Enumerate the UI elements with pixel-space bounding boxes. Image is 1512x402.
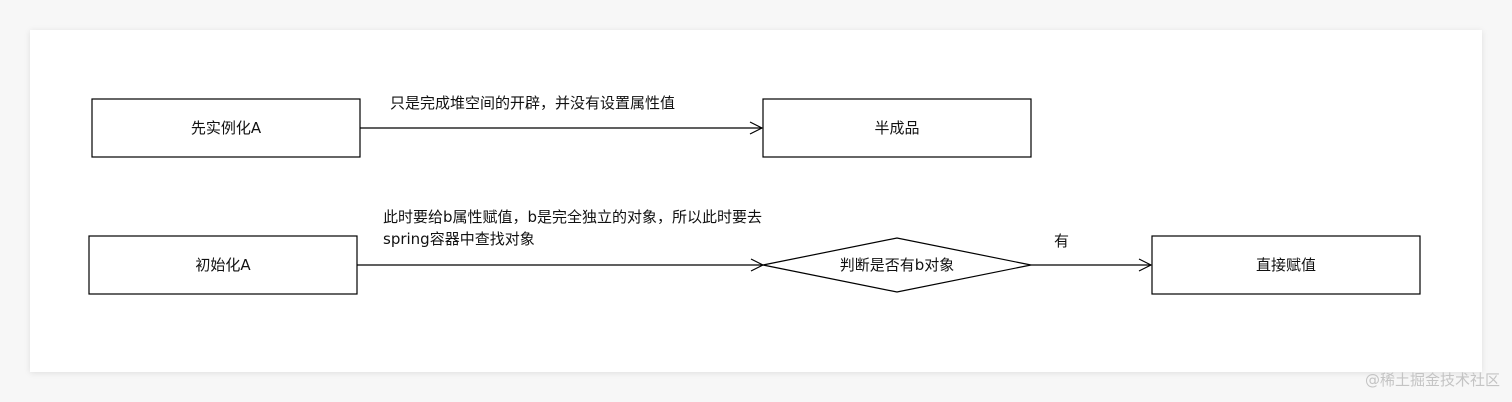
node-semi-finished-label: 半成品: [874, 119, 919, 137]
node-instantiate-a-label: 先实例化A: [191, 119, 262, 137]
edge-top-label: 只是完成堆空间的开辟，并没有设置属性值: [390, 94, 675, 112]
node-direct-assign-label: 直接赋值: [1256, 256, 1316, 274]
node-direct-assign-box: [1151, 235, 1421, 295]
watermark-text: @稀土掘金技术社区: [1364, 371, 1500, 389]
edge-middle-label-line1: 此时要给b属性赋值，b是完全独立的对象，所以此时要去: [383, 208, 762, 226]
node-semi-finished-box: [762, 98, 1032, 158]
edge-middle-label-line2: spring容器中查找对象: [383, 230, 535, 248]
node-decision-label: 判断是否有b对象: [840, 256, 955, 274]
node-instantiate-a-box: [91, 98, 361, 158]
edge-yes-label: 有: [1054, 232, 1069, 250]
diagram-card: [30, 30, 1482, 372]
node-initialize-a-box: [88, 235, 358, 295]
node-initialize-a-label: 初始化A: [195, 256, 251, 274]
